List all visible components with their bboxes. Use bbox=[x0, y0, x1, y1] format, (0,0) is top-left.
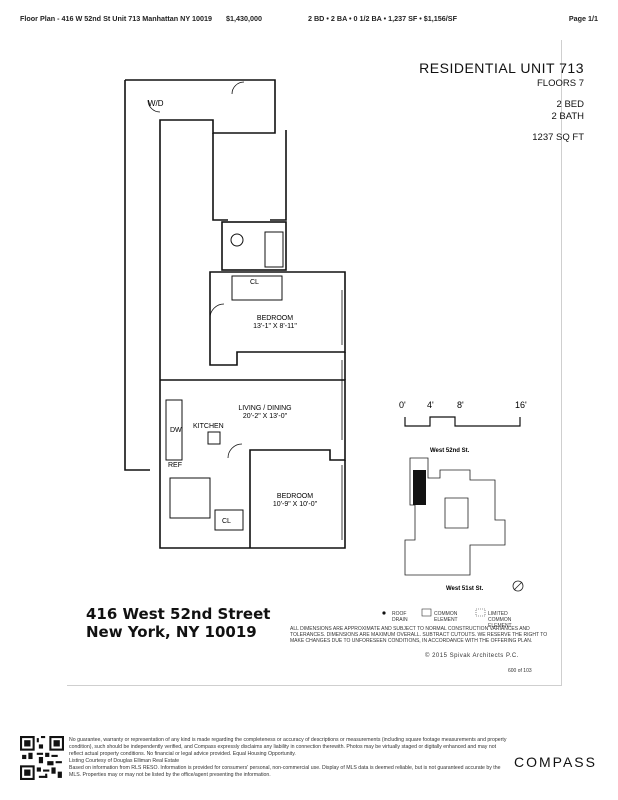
scale-bar: 0' 4' 8' 16' bbox=[399, 400, 527, 427]
living-name: LIVING / DINING bbox=[238, 405, 291, 412]
north-arrow-icon bbox=[512, 580, 524, 592]
roof-drain-icon bbox=[382, 611, 386, 615]
bathtub bbox=[264, 231, 284, 268]
listing-title: Floor Plan - 416 W 52nd St Unit 713 Manh… bbox=[20, 14, 212, 23]
living-dims: 20'-2" X 13'-0" bbox=[243, 413, 288, 420]
bedroom-2-dims: 10'-9" X 10'-0" bbox=[273, 501, 318, 508]
floor-plan-sheet bbox=[67, 40, 562, 686]
scale-label-0: 0' bbox=[399, 400, 406, 410]
bathroom-2 bbox=[169, 477, 211, 519]
qr-code-icon[interactable] bbox=[20, 736, 64, 780]
legend-limited: LIMITED COMMON ELEMENT bbox=[488, 611, 512, 629]
closet-1-label: CL bbox=[250, 279, 259, 286]
scale-label-4: 4' bbox=[427, 400, 434, 410]
wd-label: W/D bbox=[148, 99, 164, 108]
address-line-2: New York, NY 10019 bbox=[86, 623, 257, 641]
unit-highlight bbox=[413, 470, 426, 505]
bathroom-outline bbox=[221, 221, 287, 271]
unit-beds: 2 BED bbox=[556, 99, 584, 110]
scale-label-8: 8' bbox=[457, 400, 464, 410]
closet-1 bbox=[231, 275, 283, 301]
closet-2 bbox=[214, 509, 244, 531]
door-arc bbox=[209, 303, 225, 319]
key-plan: West 52nd St. West 51st St. bbox=[404, 448, 524, 592]
closet-2-label: CL bbox=[222, 518, 231, 525]
living-room-outline bbox=[160, 379, 346, 462]
compass-logo: COMPASS bbox=[514, 754, 597, 770]
toilet bbox=[230, 233, 244, 247]
sheet-reference: 600 of 103 bbox=[508, 668, 532, 674]
door-arc bbox=[231, 81, 245, 95]
address-line-1: 416 West 52nd Street bbox=[86, 605, 271, 623]
legend-common: COMMON ELEMENT bbox=[434, 611, 458, 623]
door-arc bbox=[227, 443, 243, 459]
plan-disclaimer: ALL DIMENSIONS ARE APPROXIMATE AND SUBJE… bbox=[290, 626, 548, 644]
bedroom-1-dims: 13'-1" X 8'-11" bbox=[253, 323, 297, 330]
unit-baths: 2 BATH bbox=[551, 111, 584, 122]
unit-sqft: 1237 SQ FT bbox=[532, 132, 584, 143]
kitchen-island bbox=[207, 431, 221, 445]
bedroom-2-name: BEDROOM bbox=[277, 493, 313, 500]
bedroom-2-outline bbox=[159, 460, 346, 549]
legend-roof-drain: ROOF DRAIN bbox=[392, 611, 408, 623]
footer-disclaimer: No guarantee, warranty or representation… bbox=[69, 737, 509, 780]
bedroom-1-outline bbox=[209, 271, 346, 366]
limited-common-swatch bbox=[475, 608, 486, 617]
wall-segment bbox=[270, 130, 287, 221]
page-number: Page 1/1 bbox=[568, 14, 598, 23]
dw-label: DW bbox=[170, 427, 182, 434]
listing-courtesy: Listing Courtesy of Douglas Elliman Real… bbox=[69, 758, 180, 765]
footer-disclaimer-2: Based on information from RLS RESO. Info… bbox=[69, 765, 501, 779]
common-element-swatch bbox=[421, 608, 432, 617]
bedroom-1-name: BEDROOM bbox=[257, 315, 293, 322]
listing-specs: 2 BD • 2 BA • 0 1/2 BA • 1,237 SF • $1,1… bbox=[308, 14, 457, 23]
ref-label: REF bbox=[168, 462, 182, 469]
footer-disclaimer-1: No guarantee, warranty or representation… bbox=[69, 737, 507, 758]
key-plan-south-street: West 51st St. bbox=[446, 586, 484, 592]
scale-label-16: 16' bbox=[515, 400, 527, 410]
kitchen-label: KITCHEN bbox=[193, 423, 224, 430]
door-arc bbox=[147, 99, 161, 113]
unit-title: RESIDENTIAL UNIT 713 bbox=[419, 60, 584, 76]
key-plan-north-street: West 52nd St. bbox=[430, 448, 470, 454]
unit-floors: FLOORS 7 bbox=[537, 78, 584, 89]
kitchen-counter bbox=[165, 399, 183, 461]
exterior-wall-left bbox=[124, 80, 150, 471]
architect-copyright: © 2015 Spivak Architects P.C. bbox=[425, 653, 519, 659]
listing-price: $1,430,000 bbox=[226, 14, 262, 23]
wall-segment bbox=[212, 133, 228, 221]
